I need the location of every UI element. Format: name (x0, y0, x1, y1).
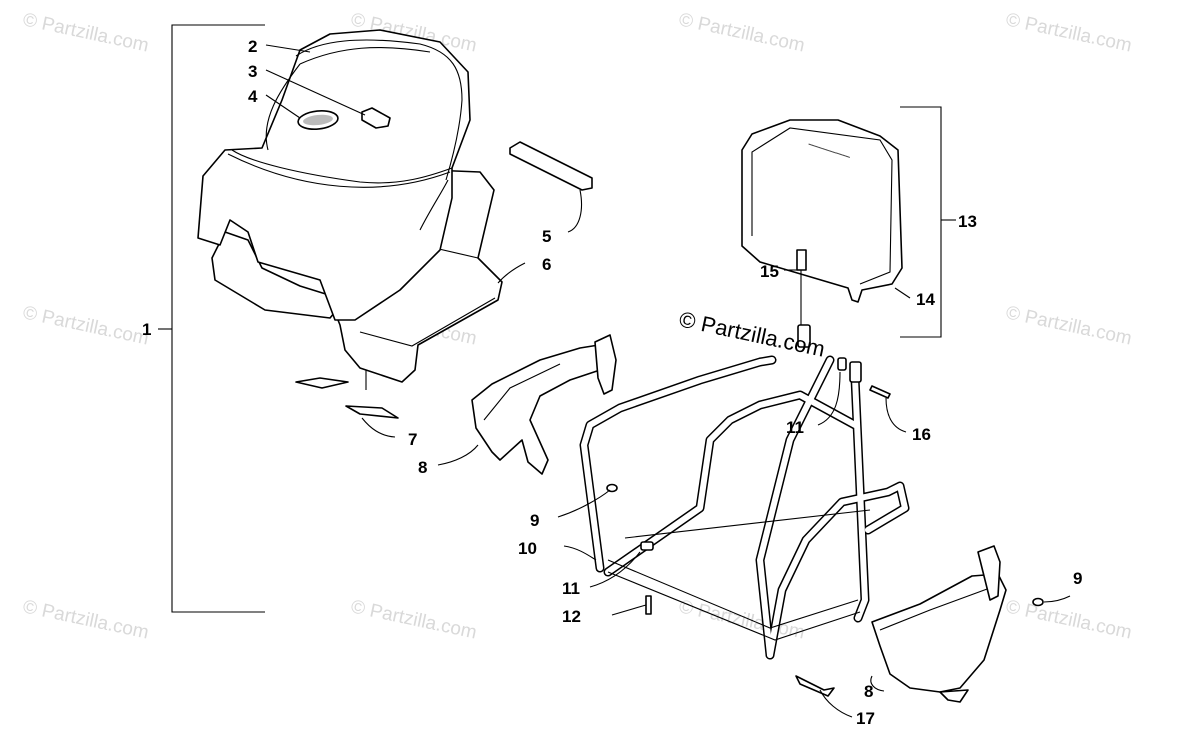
callout-14: 14 (916, 290, 935, 309)
callout-13: 13 (958, 212, 977, 231)
callout-10: 10 (518, 539, 537, 558)
nut-11a (640, 541, 654, 551)
center-watermark: © Partzilla.com (677, 306, 827, 361)
rack-frame (579, 355, 910, 660)
seat-latch (361, 107, 391, 129)
callout-8-right: 8 (864, 682, 873, 701)
seat-lower-bin (211, 231, 346, 319)
callout-9-left: 9 (530, 511, 539, 530)
rubber-pads (295, 377, 399, 419)
bracket-assembly-1 (158, 24, 265, 613)
screw-16 (869, 385, 891, 399)
watermark-text: © Partzilla.com (1004, 596, 1134, 643)
callout-12: 12 (562, 607, 581, 626)
bracket-assembly-13 (900, 106, 956, 338)
seat-guard-right (871, 545, 1007, 703)
callout-8-left: 8 (418, 458, 427, 477)
callout-3: 3 (248, 62, 257, 81)
seat-guard-left (471, 334, 617, 475)
watermark-text: © Partzilla.com (21, 596, 151, 643)
callout-15: 15 (760, 262, 779, 281)
leader-lines (265, 44, 1071, 718)
callout-11-upper: 11 (786, 418, 804, 437)
callout-4: 4 (248, 87, 258, 106)
latch-pad (297, 110, 339, 130)
watermark-text: © Partzilla.com (349, 596, 479, 643)
seat-cushion (197, 29, 471, 321)
seat-strap (509, 141, 593, 191)
watermark-text: © Partzilla.com (1004, 302, 1134, 349)
callout-1: 1 (142, 320, 151, 339)
callouts: 2 3 4 5 6 1 7 8 9 10 11 12 11 13 15 14 1… (142, 37, 1082, 728)
bolt-12 (645, 595, 652, 615)
callout-7: 7 (408, 430, 417, 449)
callout-2: 2 (248, 37, 257, 56)
watermark-layer: © Partzilla.com © Partzilla.com © Partzi… (21, 9, 1134, 643)
pin-17 (795, 675, 835, 697)
watermark-text: © Partzilla.com (21, 302, 151, 349)
watermark-text: © Partzilla.com (21, 9, 151, 56)
nut-11b (837, 357, 847, 371)
callout-5: 5 (542, 227, 551, 246)
callout-11-lower: 11 (562, 579, 580, 598)
callout-17: 17 (856, 709, 875, 728)
push-rivet-9a (606, 483, 618, 493)
watermark-text: © Partzilla.com (1004, 9, 1134, 56)
callout-6: 6 (542, 255, 551, 274)
hardware (606, 357, 1044, 697)
backrest: ━━━━━━━━━━━━ (741, 119, 903, 303)
watermark-text: © Partzilla.com (677, 9, 807, 56)
callout-9-right: 9 (1073, 569, 1082, 588)
backrest-post (796, 249, 811, 348)
callout-16: 16 (912, 425, 931, 444)
push-rivet-9b (1032, 597, 1044, 607)
